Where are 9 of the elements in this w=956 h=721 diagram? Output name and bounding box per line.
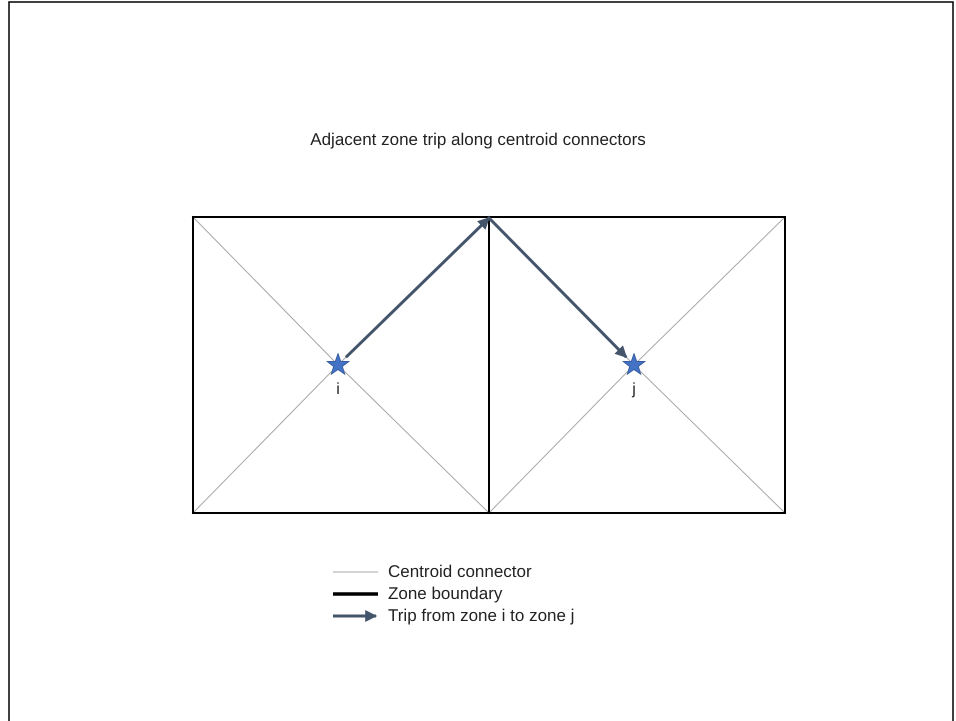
- legend-label: Centroid connector: [388, 562, 532, 582]
- centroid-label: j: [630, 381, 637, 399]
- diagram-title: Adjacent zone trip along centroid connectors: [309, 130, 647, 150]
- trip-arrow: [344, 216, 628, 358]
- zone-boundary: [488, 216, 786, 514]
- legend-label: Trip from zone i to zone j: [388, 606, 574, 626]
- centroid-label: i: [335, 381, 341, 399]
- zone-boundary: [192, 216, 490, 514]
- legend-label: Zone boundary: [388, 584, 502, 604]
